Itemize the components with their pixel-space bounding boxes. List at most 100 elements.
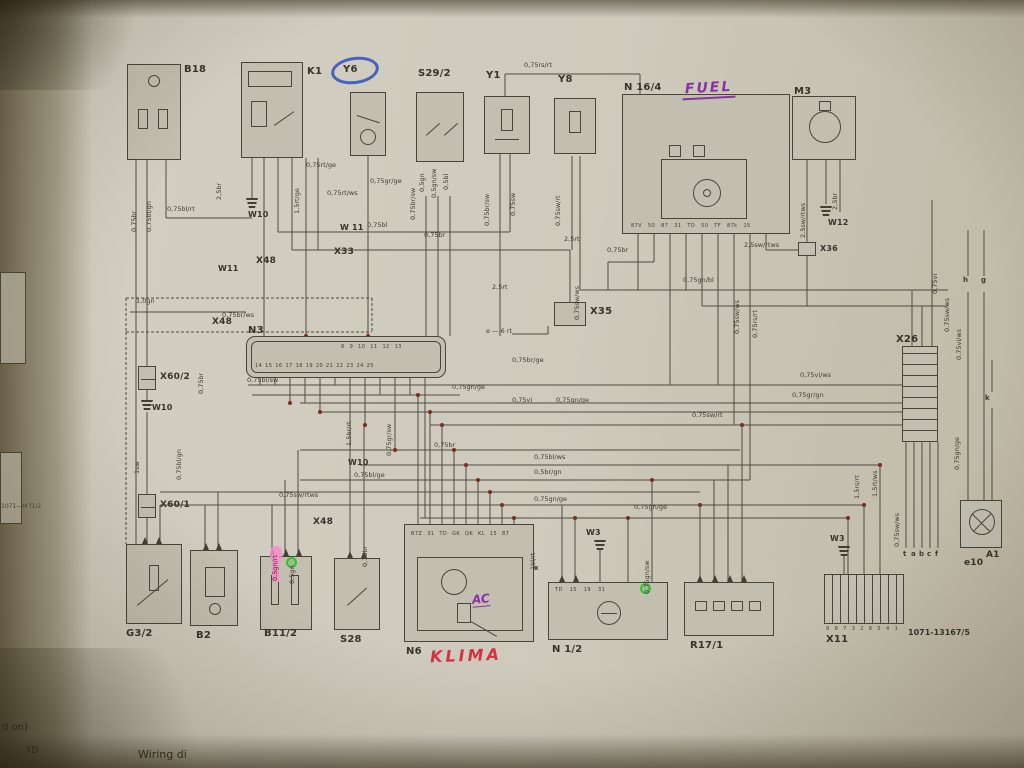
pin-arrow xyxy=(203,543,209,550)
component-label-e10: e10 xyxy=(964,558,984,568)
component-label-x35: X35 xyxy=(590,306,613,317)
photo-top-shadow xyxy=(0,0,1024,18)
component-box-a1 xyxy=(960,500,1002,548)
symbol xyxy=(749,601,761,611)
photo-bottom-shadow xyxy=(0,734,1024,768)
pin-arrow xyxy=(573,575,579,582)
component-box-x60-2 xyxy=(138,366,156,390)
component-label-b11-2: B11/2 xyxy=(264,628,298,639)
component-label-w10-mid: W10 xyxy=(348,458,369,467)
terminal-row-n3-top: 8 9 10 11 12 13 xyxy=(341,344,402,350)
wire-label: 0,75sw/rt xyxy=(692,411,723,419)
wire-label: 0,75gr/gn xyxy=(792,391,824,399)
component-box-s28 xyxy=(334,551,380,630)
terminal-row-n1-2: TD 15 19 31 xyxy=(555,587,606,593)
symbol xyxy=(693,145,705,157)
partial-component-left-page xyxy=(0,452,22,524)
symbol xyxy=(495,139,519,140)
symbol xyxy=(601,613,617,614)
component-label-w3-right: W3 xyxy=(830,534,845,543)
terminal-row-n6: B7Z 31 TD GK QK KL 15 87 xyxy=(411,531,510,537)
symbol xyxy=(205,567,225,597)
component-box-b2 xyxy=(190,543,238,626)
symbol xyxy=(731,601,743,611)
component-label-n3: N3 xyxy=(248,325,264,336)
component-box-x11 xyxy=(824,574,904,624)
symbol xyxy=(819,101,831,111)
wire-label: 2,5rt xyxy=(492,283,508,291)
point-letter: k xyxy=(985,394,990,402)
point-letter: h xyxy=(963,276,968,284)
symbol xyxy=(158,109,168,129)
pin-arrow xyxy=(283,549,289,556)
component-box-x60-1 xyxy=(138,494,156,518)
component-label-y8: Y8 xyxy=(558,74,573,85)
wire-label: 0,75bl/ws xyxy=(534,453,566,461)
blower-symbol xyxy=(441,569,467,595)
terminal-row-x11: 9 8 7 3 2 6 5 4 1 xyxy=(826,626,899,632)
component-label-x48-a: X48 xyxy=(256,256,277,266)
component-label-s29-2: S29/2 xyxy=(418,68,451,79)
component-label-w10-top: W10 xyxy=(248,210,269,219)
symbol xyxy=(141,507,155,508)
component-label-y6: Y6 xyxy=(343,64,358,75)
terminal-row-n16-4: 87V 50 87 31 TD 50 TF 87k 15 xyxy=(631,223,751,229)
point-letter: g xyxy=(981,276,987,284)
component-box-b11-2 xyxy=(260,549,312,630)
component-box-n16-4: 87V 50 87 31 TD 50 TF 87k 15 xyxy=(622,94,790,234)
wire-label: 0,75br xyxy=(434,441,456,449)
component-box-n1-2: TD 15 19 31 xyxy=(548,575,668,640)
component-label-x60-1: X60/1 xyxy=(160,500,191,510)
component-label-x36: X36 xyxy=(820,244,838,253)
ground-symbol-w10 xyxy=(246,198,258,208)
component-label-w3-mid: W3 xyxy=(586,528,601,537)
component-label-x60-2: X60/2 xyxy=(160,372,191,382)
component-label-w11-b: W 11 xyxy=(340,223,364,232)
component-box-x35 xyxy=(554,302,586,326)
symbol xyxy=(360,129,376,145)
partial-component-left-page xyxy=(0,272,26,364)
pin-arrow xyxy=(741,575,747,582)
wire-label: 0,75gn/ge xyxy=(634,503,668,511)
ground-symbol-w3-right xyxy=(838,546,850,556)
wire-label: 1,0gn xyxy=(136,297,155,305)
symbol xyxy=(703,189,711,197)
pin-arrow xyxy=(347,551,353,558)
point-letter: c xyxy=(927,550,932,558)
fuel-pump-symbol xyxy=(693,179,721,207)
symbol xyxy=(569,111,581,133)
pin-arrow xyxy=(712,575,718,582)
component-box-n3: 8 9 10 11 12 13 14 15 16 17 18 19 20 21 … xyxy=(246,336,446,378)
left-page-drawing-ref: 1071—M f1/2 xyxy=(1,503,42,510)
wire-label: 0,75br xyxy=(424,231,446,239)
component-label-b2: B2 xyxy=(196,630,211,641)
component-box-y1 xyxy=(484,96,530,154)
component-box-g3-2 xyxy=(126,537,182,624)
component-label-n1-2: N 1/2 xyxy=(552,644,583,655)
pin-arrow xyxy=(559,575,565,582)
ground-symbol-w3-mid xyxy=(594,540,606,550)
wire-label: 0,75gn/ge xyxy=(534,495,568,503)
point-letter: b xyxy=(919,550,925,558)
symbol xyxy=(661,159,747,219)
symbol xyxy=(713,601,725,611)
green-highlight-ring xyxy=(286,557,297,568)
component-box-k1 xyxy=(241,62,303,158)
symbol xyxy=(141,379,155,380)
component-label-s28: S28 xyxy=(340,634,362,645)
wire-label: e — 6 rt xyxy=(486,327,513,335)
component-box-x36 xyxy=(798,242,816,256)
point-letter: a xyxy=(911,550,916,558)
component-box-x26 xyxy=(902,346,938,442)
component-box-r17-1 xyxy=(684,575,774,636)
wire-label: 0,75vi xyxy=(512,396,533,404)
wire-label: 0,75sw/rtws xyxy=(279,491,319,499)
wire-label: 2,5rt xyxy=(564,235,580,243)
component-label-g3-2: G3/2 xyxy=(126,628,153,639)
component-label-w10-left: W10 xyxy=(152,403,173,412)
component-label-m3: M3 xyxy=(794,86,812,97)
ground-symbol-w10-left xyxy=(141,400,153,410)
component-label-w11-a: W11 xyxy=(218,264,239,273)
